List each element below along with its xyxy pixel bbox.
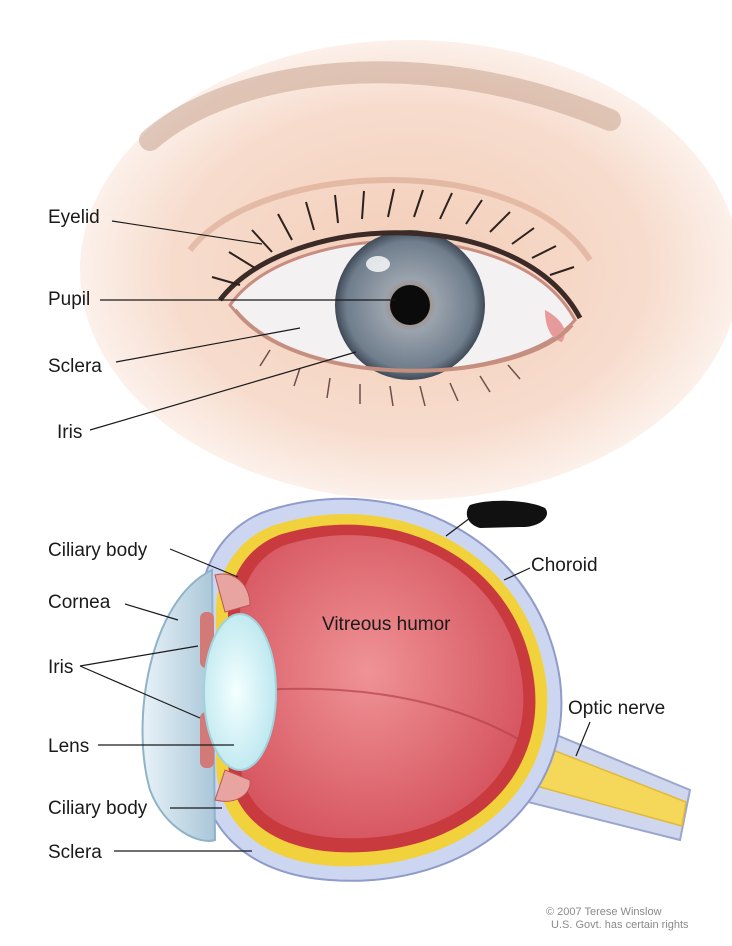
leader-iris-upper <box>79 645 199 667</box>
label-lens: Lens <box>48 736 89 757</box>
label-eyelid: Eyelid <box>48 207 100 228</box>
credit-line-2: U.S. Govt. has certain rights <box>551 919 689 931</box>
leader-optic-nerve <box>575 721 591 757</box>
leader-choroid <box>503 567 531 581</box>
leader-sclera <box>115 327 301 363</box>
external-eye-illustration <box>80 40 732 500</box>
upper-eyelashes <box>211 188 575 286</box>
label-iris-top: Iris <box>57 422 82 443</box>
cross-section-leader-lines <box>79 517 591 852</box>
leader-cornea <box>124 603 179 621</box>
upper-lid-margin <box>218 230 583 320</box>
label-sclera-bottom: Sclera <box>48 842 102 863</box>
label-pupil: Pupil <box>48 289 90 310</box>
iris-highlight <box>366 256 390 272</box>
pupil-disc <box>390 285 430 325</box>
eye-cross-section <box>141 497 692 882</box>
label-iris-bottom: Iris <box>48 657 73 678</box>
credit-line-1: © 2007 Terese Winslow <box>546 906 662 918</box>
ciliary-body-lower <box>214 769 251 802</box>
label-vitreous-humor: Vitreous humor <box>322 614 451 635</box>
leader-eyelid <box>111 220 263 245</box>
top-leader-lines <box>89 220 396 431</box>
leader-ciliary-top <box>169 548 239 578</box>
lower-eyelashes <box>259 349 521 407</box>
lid-crease <box>187 177 593 262</box>
leader-iris-lower <box>79 665 201 719</box>
cornea-shape <box>141 568 217 842</box>
leader-iris <box>89 351 357 431</box>
label-ciliary-body-bottom: Ciliary body <box>48 798 148 819</box>
redacted-label <box>466 500 548 528</box>
lower-lid-margin <box>233 308 574 373</box>
label-optic-nerve: Optic nerve <box>568 698 665 719</box>
ciliary-body-upper <box>214 573 251 613</box>
leader-redacted <box>445 517 471 537</box>
eyebrow <box>139 61 621 151</box>
label-choroid: Choroid <box>531 555 598 576</box>
label-cornea: Cornea <box>48 592 111 613</box>
label-sclera: Sclera <box>48 356 102 377</box>
vitreous-body <box>240 535 524 839</box>
lens-shape <box>203 613 277 771</box>
label-ciliary-body-top: Ciliary body <box>48 540 148 561</box>
vitreous-fold <box>261 687 521 741</box>
